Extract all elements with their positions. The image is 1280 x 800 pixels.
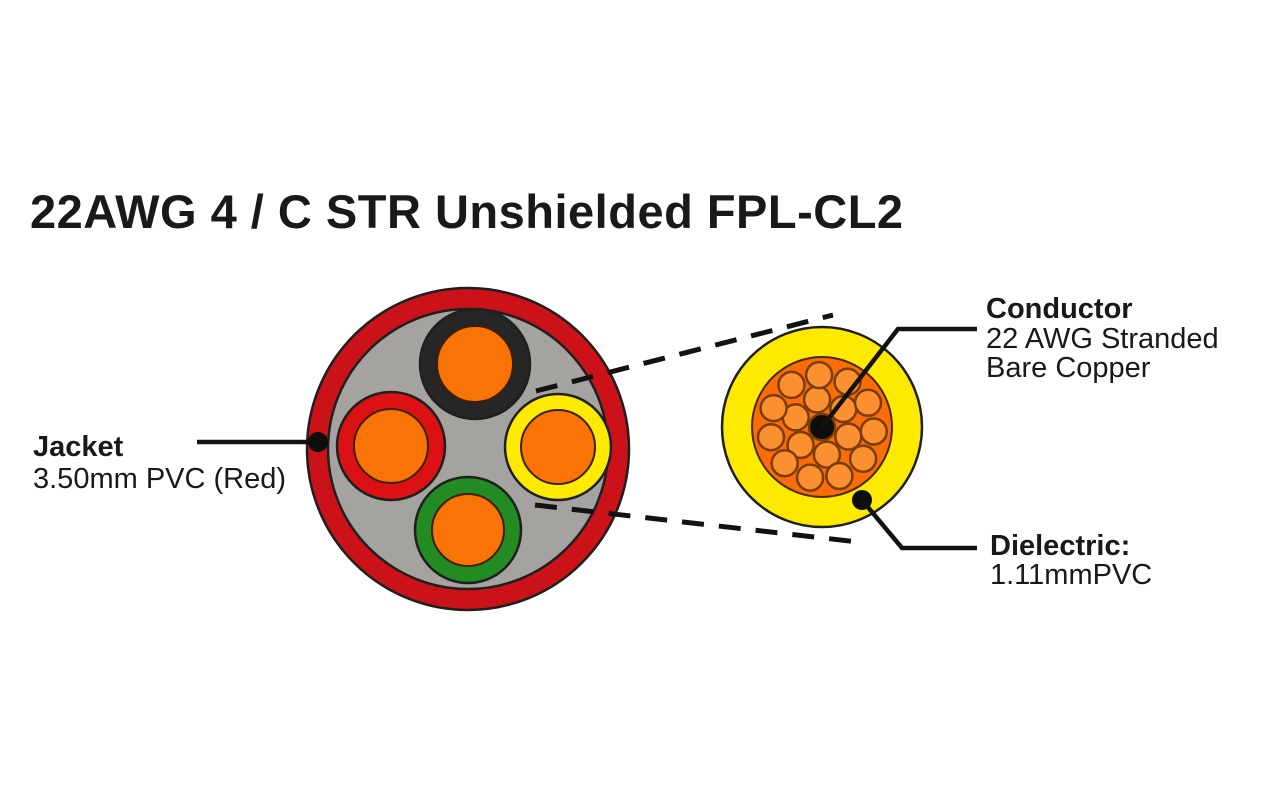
copper-strand	[777, 370, 806, 400]
copper-strand	[770, 448, 799, 478]
magnify-dash-bottom	[534, 502, 859, 545]
jacket-spec: 3.50mm PVC (Red)	[33, 463, 286, 495]
copper-core	[353, 408, 429, 484]
conductor-spec-line2: Bare Copper	[986, 352, 1151, 384]
copper-strand	[859, 417, 889, 446]
jacket-callout: Jacket 3.50mm PVC (Red)	[33, 431, 286, 495]
copper-strand	[786, 430, 815, 460]
dielectric-callout: Dielectric: 1.11mmPVC	[990, 530, 1152, 591]
copper-strand	[802, 385, 832, 414]
conductor-callout: Conductor 22 AWG Stranded Bare Copper	[986, 293, 1219, 384]
cable-cross-section	[305, 286, 631, 612]
conductor-black	[418, 307, 532, 421]
copper-strand	[812, 440, 842, 469]
jacket-label: Jacket	[33, 431, 124, 463]
conductor-green	[413, 475, 523, 585]
page-title: 22AWG 4 / C STR Unshielded FPL-CL2	[30, 185, 904, 238]
copper-strand	[795, 463, 825, 492]
copper-core	[436, 325, 514, 403]
copper-strands	[756, 360, 889, 492]
dielectric-leader-line	[860, 498, 977, 551]
conductor-spec-line1: 22 AWG Stranded	[986, 323, 1219, 355]
conductor-yellow	[503, 392, 613, 502]
copper-strand	[848, 444, 878, 474]
copper-core	[520, 409, 596, 485]
copper-strand	[825, 461, 854, 491]
copper-strand	[804, 360, 834, 390]
conductor-label: Conductor	[986, 293, 1133, 325]
callout-leaders	[197, 326, 977, 551]
copper-core	[431, 493, 505, 567]
dielectric-spec: 1.11mmPVC	[990, 559, 1152, 591]
copper-strand	[756, 422, 786, 452]
conductor-leader-line	[820, 326, 977, 429]
copper-strand	[834, 422, 863, 451]
conductor-red	[335, 390, 447, 502]
jacket-callout-dot	[308, 432, 328, 452]
copper-strand	[853, 388, 883, 418]
copper-strand	[759, 393, 788, 423]
magnify-dash-top	[535, 312, 834, 394]
dielectric-label: Dielectric:	[990, 530, 1130, 562]
